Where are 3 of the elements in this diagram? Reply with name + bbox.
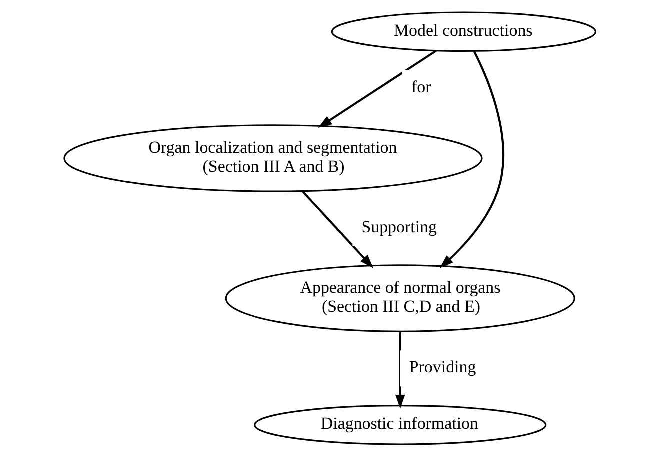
edge-label: for: [410, 77, 431, 96]
edge-label: Providing: [408, 358, 476, 377]
edge-label: Supporting: [361, 218, 436, 237]
